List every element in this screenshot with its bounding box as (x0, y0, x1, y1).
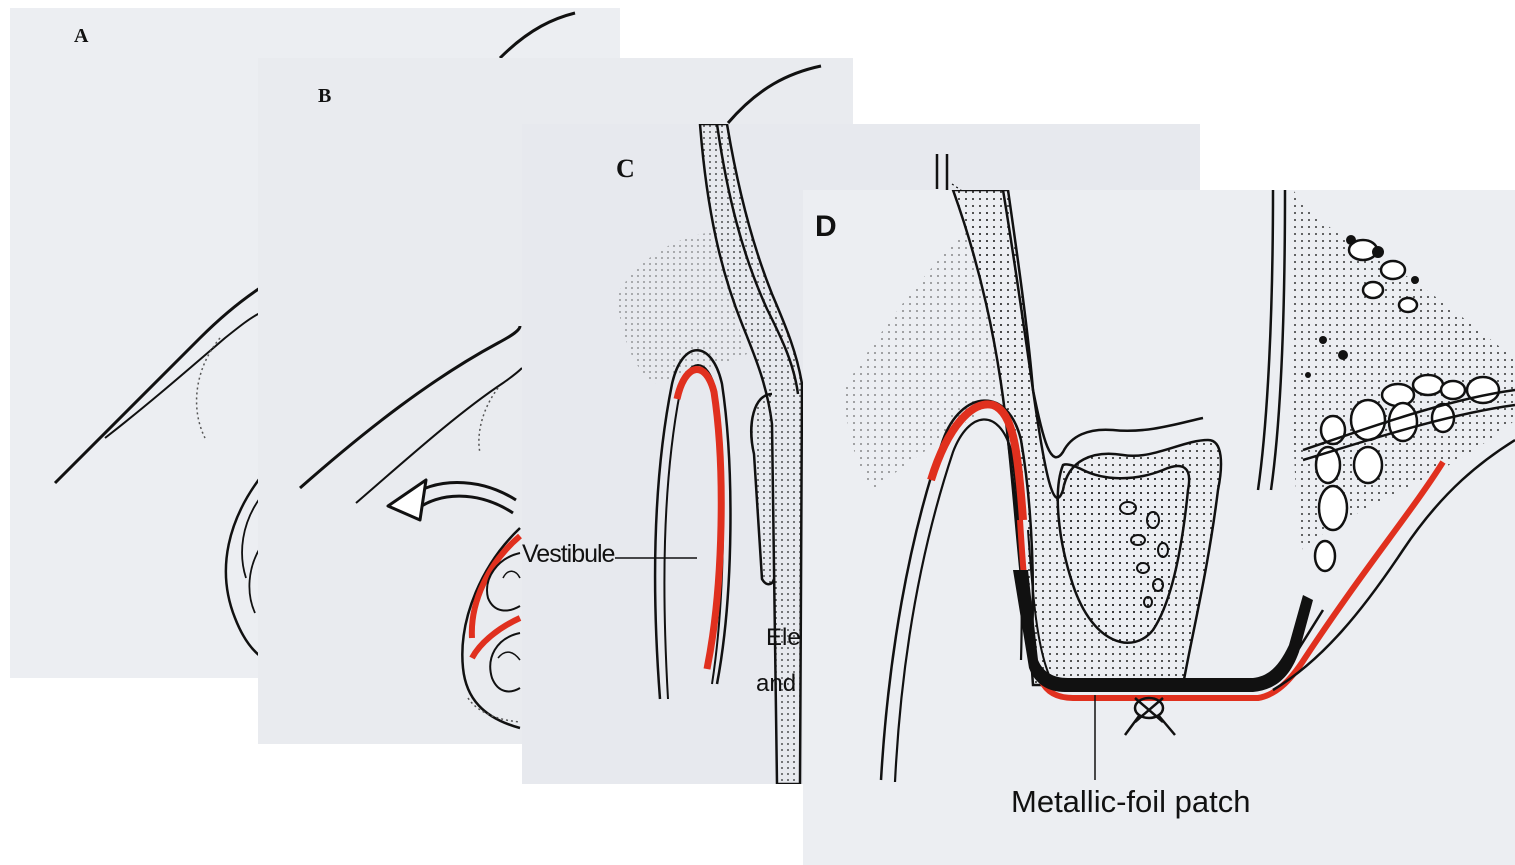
curved-arrow-icon (388, 480, 516, 520)
panel-d: D (803, 190, 1515, 865)
annotation-line-1: Ele (766, 626, 801, 650)
panel-d-drawing (803, 190, 1515, 865)
foil-patch-label: Metallic-foil patch (1011, 786, 1250, 817)
annotation-line-2: and (756, 672, 796, 696)
suture-knot-icon (1125, 698, 1175, 735)
vestibule-label: Vestibule (522, 542, 614, 567)
